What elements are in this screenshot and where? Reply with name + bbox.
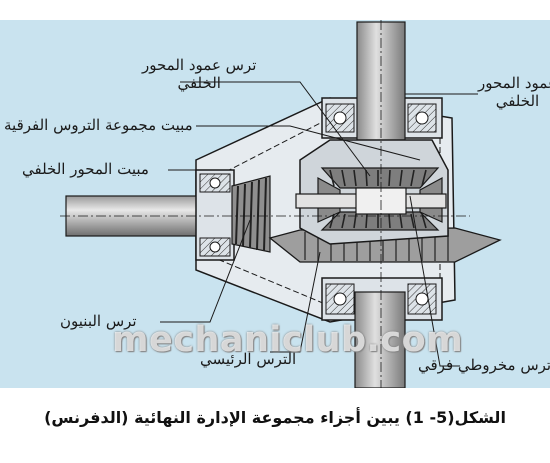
ring-gear-teeth (304, 230, 449, 261)
leader-pinion-gear (160, 219, 251, 323)
leader-bevel-gear (409, 195, 460, 367)
label-bevel-gear: ترس مخروطي فرقي (418, 356, 550, 374)
pinion-gear-teeth (235, 177, 267, 252)
lower-side-gear (320, 211, 440, 231)
lower-bearing-ball-left (333, 292, 347, 306)
leader-pinion-shaft-gear (180, 81, 371, 177)
upper-bearing-ball-left (333, 111, 347, 125)
label-rear-axle-housing: مبيت المحور الخلفي (22, 160, 149, 178)
label-diff-housing: مبيت مجموعة التروس الفرقية (4, 116, 193, 134)
pinion-bearing-ball-bottom (209, 241, 221, 253)
side-gear-teeth (329, 169, 427, 229)
pinion-bearing-ball-top (209, 177, 221, 189)
upper-bearing-ball-right (415, 111, 429, 125)
upper-side-gear (320, 167, 440, 189)
figure-caption: الشكل(5- 1) يبين أجزاء مجموعة الإدارة ال… (44, 408, 506, 427)
lower-bearing-ball-right (415, 292, 429, 306)
label-rear-axle-shaft: عمود المحور الخلفي (478, 74, 550, 110)
caption-band (0, 388, 550, 459)
rear-axle-shaft-lower (354, 291, 406, 389)
watermark: mechaniclub.com (112, 320, 464, 360)
leader-diff-housing (196, 125, 421, 161)
leader-ring-gear (270, 251, 321, 353)
label-ring-gear: الترس الرئيسي (200, 350, 297, 368)
label-pinion-gear: ترس البنيون (60, 312, 137, 330)
label-pinion-shaft-gear: ترس عمود المحور الخلفي (142, 56, 257, 92)
